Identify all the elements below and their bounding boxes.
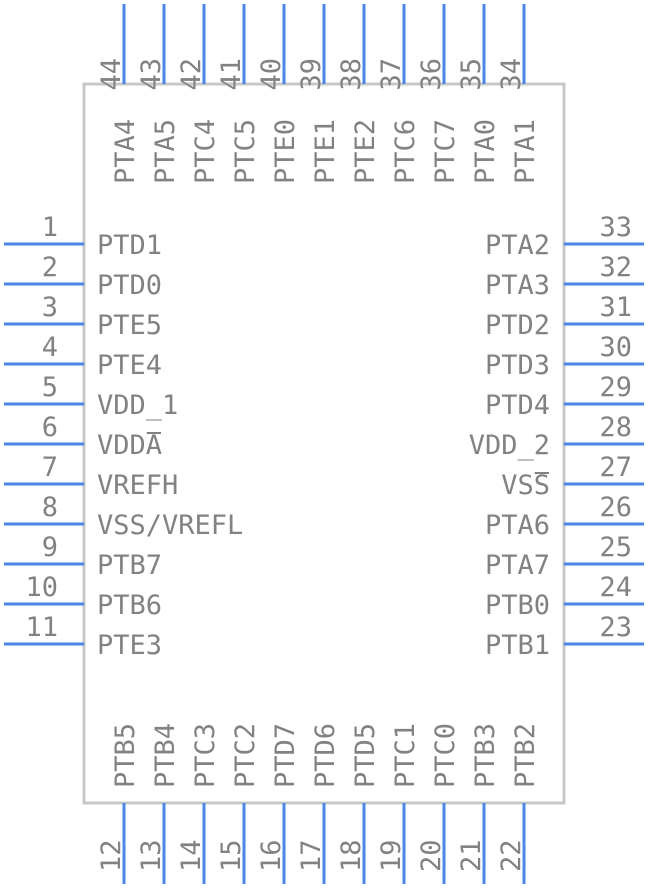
pin-20-number: 20 xyxy=(416,839,447,872)
pin-41-label: PTC5 xyxy=(230,119,261,184)
pin-41-number: 41 xyxy=(216,58,247,91)
pin-35-number: 35 xyxy=(456,58,487,91)
pin-12-number: 12 xyxy=(96,839,127,872)
pin-15-number: 15 xyxy=(216,839,247,872)
pin-18-number: 18 xyxy=(336,839,367,872)
pin-36-number: 36 xyxy=(416,58,447,91)
pin-24-label: PTB0 xyxy=(485,590,550,621)
pin-42-number: 42 xyxy=(176,58,207,91)
pin-16-number: 16 xyxy=(256,839,287,872)
pin-12-label: PTB5 xyxy=(110,723,141,788)
pin-43-number: 43 xyxy=(136,58,167,91)
pin-14-label: PTC3 xyxy=(190,723,221,788)
pin-7-label: VREFH xyxy=(97,470,178,501)
pin-19-label: PTC1 xyxy=(390,723,421,788)
pin-31-label: PTD2 xyxy=(485,310,550,341)
pin-28-label: VDD_2 xyxy=(469,430,550,461)
pin-39-number: 39 xyxy=(296,58,327,91)
pin-31-number: 31 xyxy=(599,292,632,323)
pin-9-label: PTB7 xyxy=(97,550,162,581)
pin-9-number: 9 xyxy=(42,532,58,563)
pin-19-number: 19 xyxy=(376,839,407,872)
pin-38-label: PTE2 xyxy=(350,119,381,184)
pin-24-number: 24 xyxy=(599,572,632,603)
pin-39-label: PTE1 xyxy=(310,119,341,184)
pin-5-number: 5 xyxy=(42,372,58,403)
pin-32-number: 32 xyxy=(599,252,632,283)
pin-32-label: PTA3 xyxy=(485,270,550,301)
pin-21-number: 21 xyxy=(456,839,487,872)
pin-27-number: 27 xyxy=(599,452,632,483)
pin-13-number: 13 xyxy=(136,839,167,872)
pin-8-label: VSS/VREFL xyxy=(97,510,243,541)
pin-10-number: 10 xyxy=(25,572,58,603)
pin-21-label: PTB3 xyxy=(470,723,501,788)
pin-25-number: 25 xyxy=(599,532,632,563)
pin-29-number: 29 xyxy=(599,372,632,403)
pin-11-label: PTE3 xyxy=(97,630,162,661)
pin-33-number: 33 xyxy=(599,212,632,243)
pin-33-label: PTA2 xyxy=(485,230,550,261)
pin-4-label: PTE4 xyxy=(97,350,162,381)
pin-4-number: 4 xyxy=(42,332,58,363)
pin-16-label: PTD7 xyxy=(270,723,301,788)
pin-37-number: 37 xyxy=(376,58,407,91)
pin-42-label: PTC4 xyxy=(190,119,221,184)
pin-3-number: 3 xyxy=(42,292,58,323)
pin-40-number: 40 xyxy=(256,58,287,91)
pin-5-label: VDD_1 xyxy=(97,390,178,421)
pin-2-label: PTD0 xyxy=(97,270,162,301)
pin-23-label: PTB1 xyxy=(485,630,550,661)
pin-14-number: 14 xyxy=(176,839,207,872)
pin-2-number: 2 xyxy=(42,252,58,283)
pin-8-number: 8 xyxy=(42,492,58,523)
pin-30-label: PTD3 xyxy=(485,350,550,381)
pin-1-number: 1 xyxy=(42,212,58,243)
pin-11-number: 11 xyxy=(25,612,58,643)
pin-44-number: 44 xyxy=(96,58,127,91)
pin-23-number: 23 xyxy=(599,612,632,643)
pin-26-label: PTA6 xyxy=(485,510,550,541)
pin-1-label: PTD1 xyxy=(97,230,162,261)
pin-35-label: PTA0 xyxy=(470,119,501,184)
pin-38-number: 38 xyxy=(336,58,367,91)
pin-17-label: PTD6 xyxy=(310,723,341,788)
pin-6-number: 6 xyxy=(42,412,58,443)
pin-44-label: PTA4 xyxy=(110,119,141,184)
pin-29-label: PTD4 xyxy=(485,390,550,421)
pin-7-number: 7 xyxy=(42,452,58,483)
pin-28-number: 28 xyxy=(599,412,632,443)
pin-3-label: PTE5 xyxy=(97,310,162,341)
pins-layer: 1PTD12PTD03PTE54PTE45VDD_16VDDA7VREFH8VS… xyxy=(4,4,644,884)
pin-34-number: 34 xyxy=(496,58,527,91)
pin-15-label: PTC2 xyxy=(230,723,261,788)
pin-18-label: PTD5 xyxy=(350,723,381,788)
pin-25-label: PTA7 xyxy=(485,550,550,581)
pin-10-label: PTB6 xyxy=(97,590,162,621)
pin-30-number: 30 xyxy=(599,332,632,363)
pin-17-number: 17 xyxy=(296,839,327,872)
pin-22-label: PTB2 xyxy=(510,723,541,788)
pin-36-label: PTC7 xyxy=(430,119,461,184)
pin-6-label: VDDA xyxy=(97,430,162,461)
pin-40-label: PTE0 xyxy=(270,119,301,184)
pin-34-label: PTA1 xyxy=(510,119,541,184)
pin-20-label: PTC0 xyxy=(430,723,461,788)
pin-26-number: 26 xyxy=(599,492,632,523)
pin-43-label: PTA5 xyxy=(150,119,181,184)
pin-13-label: PTB4 xyxy=(150,723,181,788)
pin-37-label: PTC6 xyxy=(390,119,421,184)
pin-22-number: 22 xyxy=(496,839,527,872)
pin-27-label: VSS xyxy=(501,470,550,501)
